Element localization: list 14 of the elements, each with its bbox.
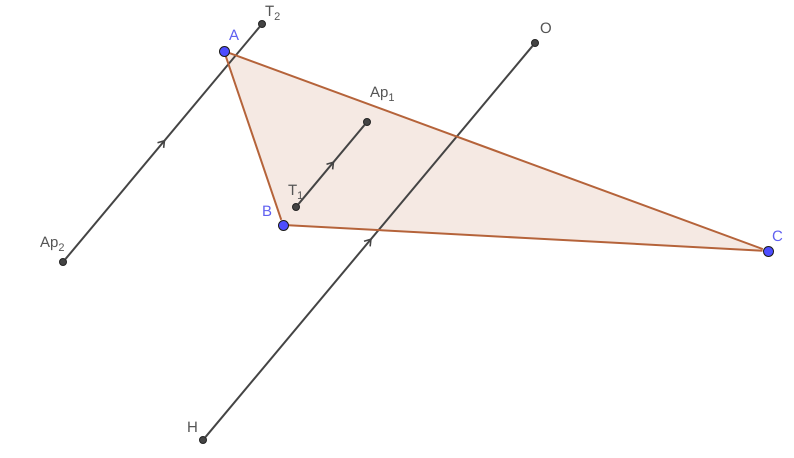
point-label: H xyxy=(187,419,198,436)
point-label: B xyxy=(262,203,272,220)
point-label: Ap$_{2}$ xyxy=(40,234,64,256)
point-label: C xyxy=(772,228,783,245)
vector-line xyxy=(204,45,534,438)
point-label: T$_{1}$ xyxy=(288,182,304,204)
point-label: Ap$_{1}$ xyxy=(370,84,394,106)
point-label: O xyxy=(540,20,552,37)
point-label: T$_{2}$ xyxy=(265,3,280,25)
point-label: A xyxy=(229,27,240,44)
vector-line xyxy=(298,124,366,205)
line-segment xyxy=(288,224,763,252)
line-segment xyxy=(224,56,282,220)
vector-line xyxy=(64,26,260,260)
